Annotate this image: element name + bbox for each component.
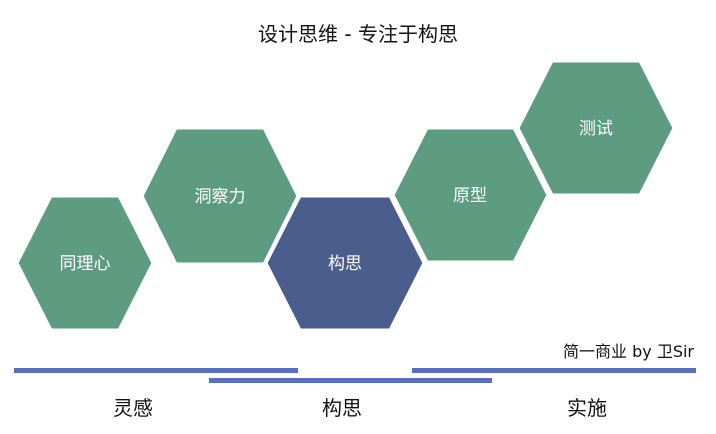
step-hex-insight: 洞察力 — [140, 126, 300, 266]
step-label: 测试 — [579, 119, 613, 139]
phase-bar-implementation — [412, 368, 696, 373]
hexagon-shape — [391, 126, 550, 264]
step-hex-ideation: 构思 — [264, 194, 426, 332]
hexagon-shape — [15, 194, 155, 332]
step-label: 同理心 — [60, 254, 111, 274]
step-hex-prototype: 原型 — [391, 126, 550, 264]
step-label: 构思 — [328, 254, 362, 274]
phase-bar-inspiration — [14, 368, 298, 373]
hexagon-shape — [140, 126, 300, 266]
hexagon-shape — [516, 59, 676, 197]
step-label: 洞察力 — [195, 187, 246, 207]
phase-label-inspiration: 灵感 — [113, 396, 153, 420]
author-credit: 简一商业 by 卫Sir — [563, 342, 694, 361]
phase-bar-ideation — [209, 378, 492, 383]
step-label: 原型 — [453, 186, 487, 206]
step-hex-empathy: 同理心 — [15, 194, 155, 332]
step-hex-test: 测试 — [516, 59, 676, 197]
phase-label-implementation: 实施 — [567, 396, 607, 420]
phase-label-ideation: 构思 — [322, 396, 362, 420]
diagram-title: 设计思维 - 专注于构思 — [258, 22, 458, 46]
hexagon-shape — [264, 194, 426, 332]
